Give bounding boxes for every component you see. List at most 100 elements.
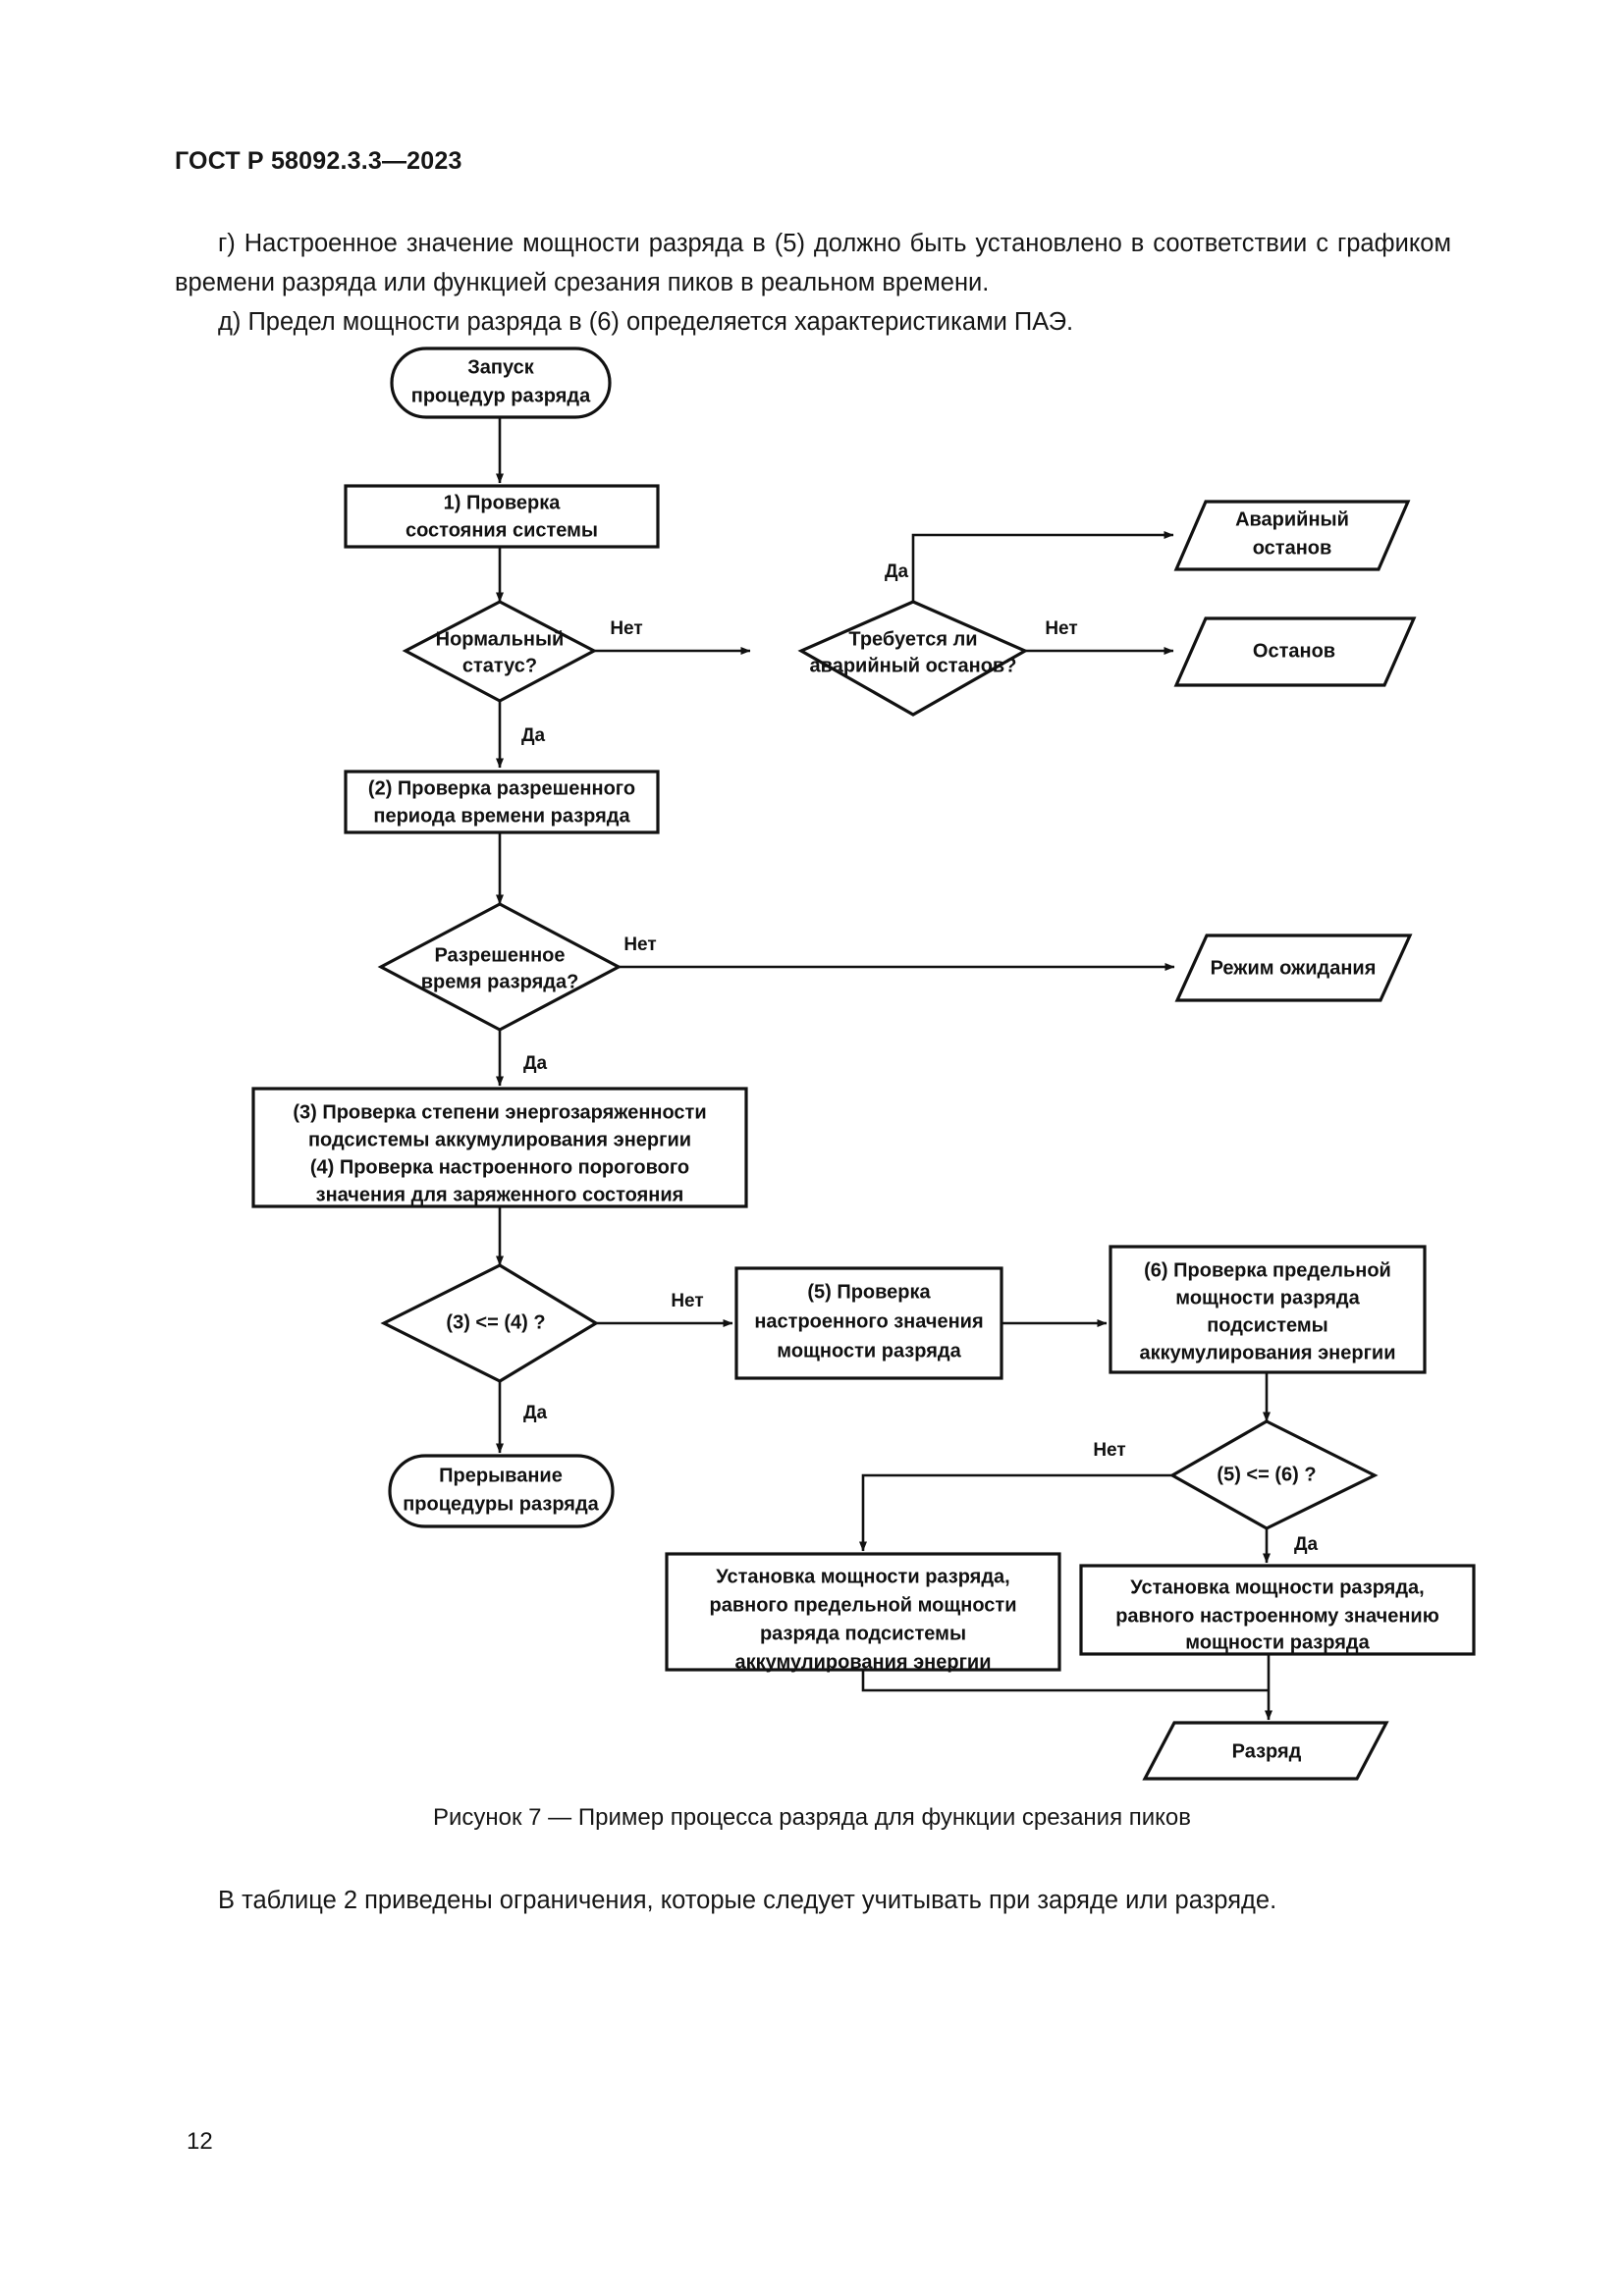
dec-56-label: (5) <= (6) ? (1217, 1464, 1316, 1485)
start-label-line-2: процедур разряда (411, 385, 591, 406)
step2-label-line-1: (2) Проверка разрешенного (368, 777, 635, 799)
dec-time-label-line-1: Разрешенное (434, 944, 565, 966)
after-figure-text: В таблице 2 приведены ограничения, котор… (218, 1887, 1277, 1914)
flowchart-edges (496, 416, 1272, 1721)
edge-label-dec-56-no: Нет (1093, 1440, 1125, 1461)
dec-estop-label-line-1: Требуется ли (848, 628, 977, 650)
dec-time-label-line-2: время разряда? (421, 971, 579, 992)
node-dec-time[interactable]: Разрешенное время разряда? (377, 902, 623, 1032)
out-estop-label-line-2: останов (1253, 537, 1332, 559)
dec-estop-shape (797, 600, 1029, 717)
dec-status-label-line-1: Нормальный (436, 628, 565, 650)
step34-label-line-1: (3) Проверка степени энергозаряженности (293, 1101, 706, 1123)
dec-34-shape (380, 1263, 600, 1383)
step6-label-line-4: аккумулирования энергии (1140, 1342, 1396, 1363)
dec-status-shape (402, 600, 598, 703)
dec-status-label-line-2: статус? (462, 655, 537, 676)
edge-label-dec-time-no: Нет (623, 934, 656, 955)
step5-label-line-1: (5) Проверка (807, 1281, 931, 1303)
set-limit-label-line-3: разряда подсистемы (760, 1623, 966, 1644)
node-dec-status[interactable]: Нормальный статус? (402, 600, 598, 703)
flowchart-edge-labels: Нет Да Да Нет Нет Да Нет Да Нет Да (521, 561, 1319, 1555)
out-discharge-label: Разряд (1232, 1740, 1302, 1762)
step5-label-line-3: мощности разряда (777, 1340, 961, 1362)
edge-label-dec-34-no: Нет (671, 1291, 703, 1311)
step34-shape (251, 1087, 748, 1208)
node-out-abort[interactable]: Прерывание процедуры разряда (388, 1454, 615, 1528)
set-limit-shape (665, 1552, 1061, 1672)
out-estop-shape (1173, 500, 1411, 571)
node-step34[interactable]: (3) Проверка степени энергозаряженности … (251, 1087, 748, 1208)
edge-label-dec-time-yes: Да (523, 1053, 548, 1074)
edge-label-dec-estop-no: Нет (1045, 618, 1077, 639)
after-figure-paragraph: В таблице 2 приведены ограничения, котор… (175, 1881, 1451, 1920)
node-step2[interactable]: (2) Проверка разрешенного периода времен… (344, 770, 660, 834)
node-out-estop[interactable]: Аварийный останов (1173, 500, 1411, 571)
node-set-limit[interactable]: Установка мощности разряда, равного пред… (665, 1552, 1061, 1673)
node-dec-estop[interactable]: Требуется ли аварийный останов? (797, 600, 1029, 717)
edge-label-dec-34-yes: Да (523, 1403, 548, 1423)
edge-label-dec-status-yes: Да (521, 725, 546, 746)
node-dec-56[interactable]: (5) <= (6) ? (1168, 1419, 1379, 1530)
edge-label-dec-56-yes: Да (1294, 1534, 1319, 1555)
dec-56-shape (1168, 1419, 1379, 1530)
node-dec-34[interactable]: (3) <= (4) ? (380, 1263, 600, 1383)
edge-label-dec-estop-yes: Да (885, 561, 909, 582)
edge-set-limit-to-out-discharge (861, 1669, 1269, 1692)
dec-34-label: (3) <= (4) ? (446, 1311, 545, 1333)
node-step5[interactable]: (5) Проверка настроенного значения мощно… (734, 1266, 1003, 1380)
step34-label-line-3: (4) Проверка настроенного порогового (310, 1156, 689, 1178)
step5-shape (734, 1266, 1003, 1380)
out-discharge-shape (1142, 1721, 1389, 1781)
dec-time-shape (377, 902, 623, 1032)
edge-dec-estop-yes-to-out-estop (911, 531, 1174, 602)
step6-label-line-1: (6) Проверка предельной (1144, 1259, 1391, 1281)
step6-shape (1109, 1245, 1427, 1374)
step1-label-line-2: состояния системы (406, 519, 598, 541)
step6-label-line-3: подсистемы (1207, 1314, 1328, 1336)
step34-label-line-4: значения для заряженного состояния (316, 1184, 684, 1205)
out-abort-label-line-1: Прерывание (439, 1465, 563, 1486)
step2-shape (344, 770, 660, 834)
node-step1[interactable]: 1) Проверка состояния системы (344, 484, 660, 549)
step1-label-line-1: 1) Проверка (444, 492, 562, 513)
node-out-standby[interactable]: Режим ожидания (1174, 934, 1413, 1002)
out-stop-label: Останов (1253, 640, 1335, 662)
start-label-line-1: Запуск (467, 356, 534, 378)
page-number: 12 (187, 2128, 213, 2155)
node-out-stop[interactable]: Останов (1173, 616, 1417, 687)
start-shape (390, 347, 612, 419)
edge-dec-56-no-to-set-limit (859, 1473, 1172, 1552)
set-tuned-label-line-1: Установка мощности разряда, (1130, 1576, 1424, 1598)
paragraph-item-g: г) Настроенное значение мощности разряда… (175, 224, 1451, 302)
out-standby-label: Режим ожидания (1211, 957, 1377, 979)
paragraph-item-d-text: д) Предел мощности разряда в (6) определ… (218, 308, 1074, 336)
step6-label-line-2: мощности разряда (1175, 1287, 1360, 1308)
paragraph-item-g-text: г) Настроенное значение мощности разряда… (175, 230, 1451, 296)
edge-label-dec-status-no: Нет (610, 618, 642, 639)
node-start[interactable]: Запуск процедур разряда (390, 347, 612, 419)
step2-label-line-2: периода времени разряда (373, 805, 630, 827)
out-estop-label-line-1: Аварийный (1235, 508, 1349, 530)
node-step6[interactable]: (6) Проверка предельной мощности разряда… (1109, 1245, 1427, 1374)
node-set-tuned[interactable]: Установка мощности разряда, равного наст… (1079, 1564, 1476, 1656)
set-tuned-shape (1079, 1564, 1476, 1656)
out-abort-shape (388, 1454, 615, 1528)
set-tuned-label-line-2: равного настроенному значению (1115, 1605, 1439, 1627)
set-tuned-label-line-3: мощности разряда (1185, 1631, 1370, 1653)
document-header: ГОСТ Р 58092.3.3—2023 (175, 147, 462, 175)
figure-caption: Рисунок 7 — Пример процесса разряда для … (432, 1804, 1192, 1831)
step34-label-line-2: подсистемы аккумулирования энергии (308, 1129, 691, 1150)
paragraph-item-d: д) Предел мощности разряда в (6) определ… (175, 302, 1451, 342)
set-limit-label-line-1: Установка мощности разряда, (716, 1566, 1009, 1587)
out-stop-shape (1173, 616, 1417, 687)
set-limit-label-line-2: равного предельной мощности (709, 1594, 1016, 1616)
out-standby-shape (1174, 934, 1413, 1002)
node-out-discharge[interactable]: Разряд (1142, 1721, 1389, 1781)
out-abort-label-line-2: процедуры разряда (403, 1493, 599, 1515)
set-limit-label-line-4: аккумулирования энергии (735, 1651, 992, 1673)
step5-label-line-2: настроенного значения (754, 1310, 983, 1332)
step1-shape (344, 484, 660, 549)
